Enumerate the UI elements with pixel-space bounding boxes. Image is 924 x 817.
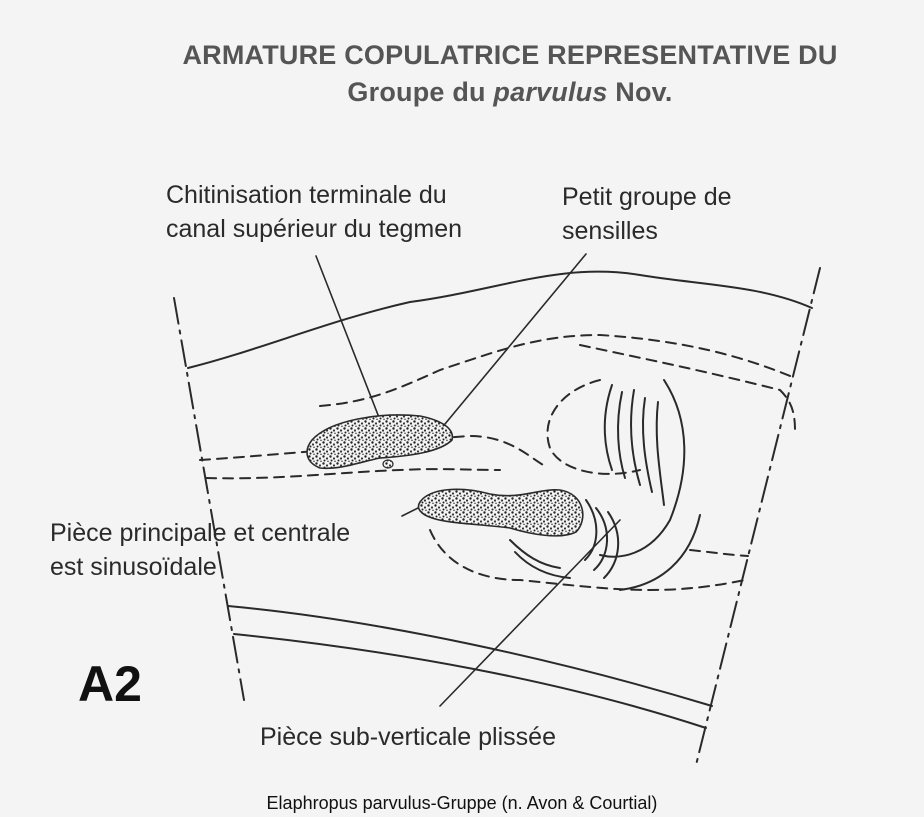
pleat-4 [643, 398, 652, 492]
pleat-1 [605, 385, 612, 470]
fold-5 [515, 552, 570, 578]
leader-sensilles [440, 254, 586, 430]
pleat-2 [618, 392, 625, 478]
label-piece-principale-line-2: est sinusoïdale [50, 550, 350, 584]
dashed-loop [547, 380, 640, 474]
label-chitinisation-line-2: canal supérieur du tegmen [166, 212, 462, 246]
label-piece-principale: Pièce principale et centrale est sinusoï… [50, 516, 350, 584]
label-chitinisation: Chitinisation terminale du canal supérie… [166, 178, 462, 246]
terminal-chitinisation-piece [307, 415, 452, 468]
dashed-short-right [690, 550, 748, 556]
label-piece-sub-verticale: Pièce sub-verticale plissée [260, 720, 556, 754]
figure-id: A2 [78, 655, 142, 713]
pleat-outer [600, 380, 684, 557]
small-fragment [383, 460, 393, 468]
upper-outline [188, 272, 812, 368]
label-sensilles-line-1: Petit groupe de [562, 180, 732, 214]
lower-outline-2 [234, 634, 706, 728]
label-sensilles: Petit groupe de sensilles [562, 180, 732, 248]
label-chitinisation-line-1: Chitinisation terminale du [166, 178, 462, 212]
right-boundary-line [696, 268, 820, 765]
label-piece-principale-line-1: Pièce principale et centrale [50, 516, 350, 550]
dashed-contour-upper [320, 335, 795, 406]
figure-caption: Elaphropus parvulus-Gruppe (n. Avon & Co… [0, 793, 924, 814]
pleat-outer-2 [620, 515, 700, 590]
left-boundary-line [174, 298, 244, 700]
label-piece-sub-verticale-text: Pièce sub-verticale plissée [260, 720, 556, 754]
pleat-5 [657, 402, 664, 505]
dashed-contour-bottom [430, 530, 745, 590]
leader-chitinisation [316, 256, 380, 420]
lower-outline-1 [228, 606, 712, 706]
leader-piece-sub-verticale [440, 520, 620, 706]
central-sinusoidal-piece [419, 489, 583, 536]
dashed-contour-right [580, 345, 795, 430]
label-sensilles-line-2: sensilles [562, 214, 732, 248]
dashed-contour-lower [206, 469, 500, 478]
